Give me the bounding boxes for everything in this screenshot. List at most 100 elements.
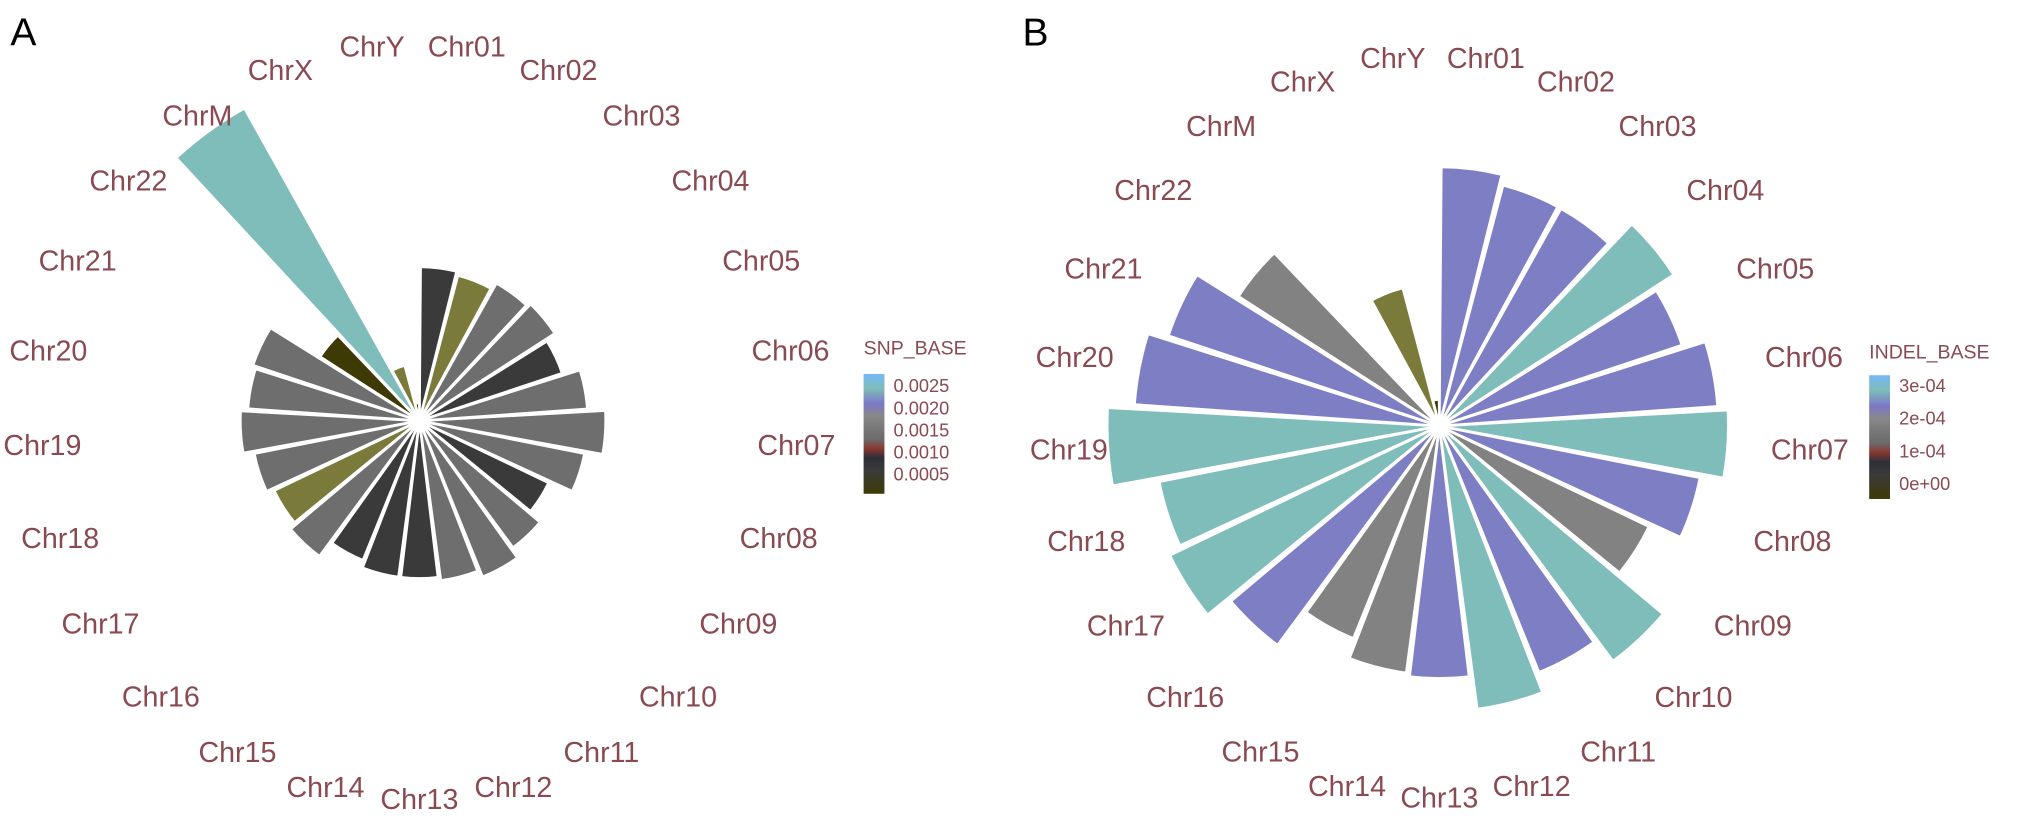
category-label-chrx: ChrX [248, 55, 313, 87]
category-label-chr04: Chr04 [1686, 175, 1764, 207]
category-label-chr01: Chr01 [1447, 43, 1525, 75]
category-label-chry: ChrY [339, 31, 404, 63]
bar-chr14 [360, 420, 421, 579]
category-label-chr19: Chr19 [3, 430, 81, 462]
bar-chr02 [418, 273, 493, 422]
category-label-chr12: Chr12 [474, 772, 552, 804]
category-label-chr16: Chr16 [122, 682, 200, 714]
bar-chr12 [418, 420, 480, 583]
panel-label-b: B [1023, 12, 1049, 55]
bar-chr20 [1133, 332, 1440, 428]
category-label-chr05: Chr05 [1736, 253, 1814, 285]
bar-chr17 [272, 419, 421, 525]
category-label-chr03: Chr03 [602, 101, 680, 133]
category-label-chr18: Chr18 [21, 523, 99, 555]
category-label-chr02: Chr02 [519, 55, 597, 87]
category-label-chr17: Chr17 [61, 609, 139, 641]
category-label-chr13: Chr13 [1400, 783, 1478, 815]
bar-chr15 [1304, 425, 1441, 641]
category-label-chr18: Chr18 [1047, 526, 1125, 558]
category-label-chr10: Chr10 [639, 682, 717, 714]
legend-tick-label: 2e-04 [1899, 408, 1946, 429]
bar-chr14 [1347, 425, 1441, 675]
bar-chr11 [418, 420, 520, 579]
category-label-chr15: Chr15 [1221, 737, 1299, 769]
bar-chr04 [418, 302, 557, 422]
category-label-chr14: Chr14 [1308, 771, 1386, 803]
category-label-chr19: Chr19 [1030, 435, 1108, 467]
bar-chr19 [1105, 406, 1440, 488]
bar-chrx [390, 363, 421, 422]
bar-chry [413, 401, 421, 422]
bar-chrm [174, 106, 421, 422]
bar-chr16 [288, 419, 421, 559]
bar-chr18 [252, 419, 420, 494]
legend-tick-label: 0.0020 [894, 397, 950, 418]
legend-tick-label: 0.0010 [894, 442, 950, 463]
bar-chr22 [318, 333, 421, 422]
bar-chr18 [1157, 424, 1440, 548]
bar-chr22 [1236, 251, 1441, 428]
bar-chry [1431, 398, 1441, 427]
bar-chr13 [399, 420, 440, 580]
bar-chr01 [1438, 165, 1504, 427]
bar-chr05 [418, 339, 564, 423]
bar-chr02 [1438, 183, 1560, 427]
legend-tick-label: 0e+00 [1899, 473, 1950, 494]
bar-chr03 [1438, 206, 1611, 427]
category-label-chr06: Chr06 [1765, 342, 1843, 374]
category-label-chr03: Chr03 [1619, 111, 1697, 143]
legend-tick-label: 0.0005 [894, 464, 950, 485]
bar-chr04 [1438, 222, 1676, 428]
category-label-chr01: Chr01 [428, 31, 506, 63]
panel-a-category-labels: Chr01Chr02Chr03Chr04Chr05Chr06Chr07Chr08… [3, 31, 835, 816]
category-label-chr14: Chr14 [286, 772, 364, 804]
bar-chr05 [1438, 288, 1684, 428]
legend-tick-label: 0.0015 [894, 419, 950, 440]
category-label-chr21: Chr21 [1064, 253, 1142, 285]
category-label-chry: ChrY [1360, 43, 1425, 75]
bar-chr06 [1438, 340, 1720, 428]
category-label-chr11: Chr11 [1580, 737, 1656, 769]
category-label-chr13: Chr13 [380, 784, 458, 816]
legend-a-title: SNP_BASE [864, 337, 967, 359]
category-label-chrx: ChrX [1270, 66, 1335, 98]
category-label-chrm: ChrM [162, 101, 232, 133]
category-label-chr16: Chr16 [1146, 682, 1224, 714]
category-label-chr15: Chr15 [198, 737, 276, 769]
category-label-chr20: Chr20 [9, 335, 87, 367]
legend-tick-label: 1e-04 [1899, 440, 1946, 461]
legend-tick-label: 3e-04 [1899, 375, 1946, 396]
category-label-chr22: Chr22 [1114, 175, 1192, 207]
bar-chr06 [419, 368, 589, 423]
category-label-chr08: Chr08 [740, 523, 818, 555]
bar-chr21 [1166, 272, 1441, 428]
category-label-chr10: Chr10 [1654, 682, 1732, 714]
legend-tick-label: 0.0025 [894, 375, 950, 396]
bar-chr13 [1408, 425, 1471, 680]
bar-chr07 [1439, 408, 1730, 480]
bar-chr16 [1228, 425, 1441, 647]
category-label-chr02: Chr02 [1537, 66, 1615, 98]
legend-b-colorbar [1869, 375, 1891, 499]
bar-chr10 [1438, 425, 1665, 664]
bar-chr08 [1438, 424, 1702, 540]
bar-chr08 [418, 419, 587, 494]
panel-b-bars [1105, 165, 1730, 711]
bar-chr09 [418, 419, 551, 514]
bar-chr09 [1438, 424, 1651, 575]
bar-chr03 [418, 281, 529, 422]
category-label-chr20: Chr20 [1036, 342, 1114, 374]
legend-a-colorbar [863, 373, 885, 494]
legend-b-title: INDEL_BASE [1869, 341, 1989, 363]
category-label-chr09: Chr09 [1714, 610, 1792, 642]
category-label-chr07: Chr07 [1771, 435, 1849, 467]
panel-a-bars [174, 106, 607, 583]
category-label-chr21: Chr21 [39, 245, 117, 277]
category-label-chr11: Chr11 [563, 737, 639, 769]
bar-chr19 [239, 409, 420, 455]
category-label-chr12: Chr12 [1493, 771, 1571, 803]
bar-chr21 [251, 326, 421, 423]
